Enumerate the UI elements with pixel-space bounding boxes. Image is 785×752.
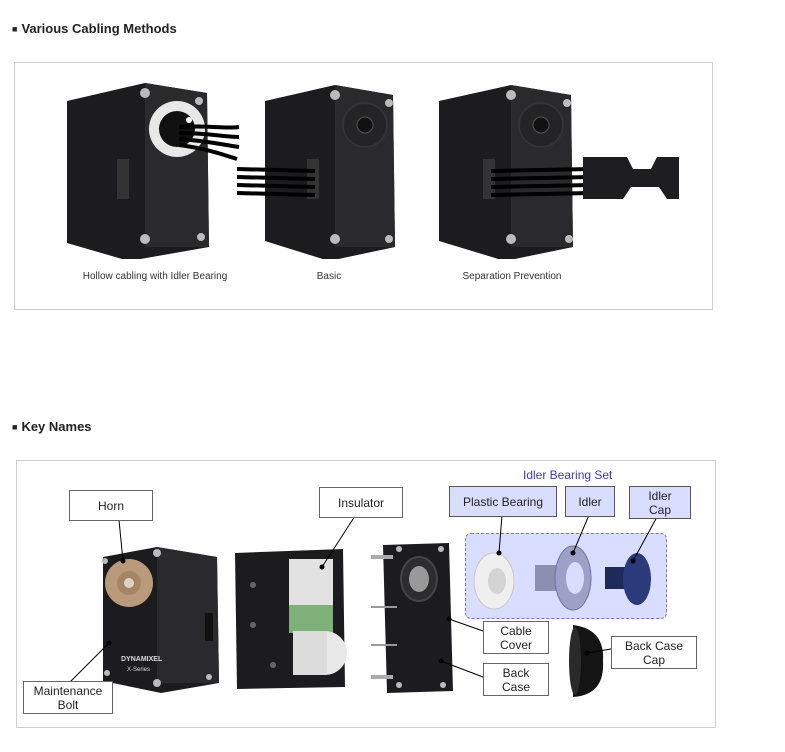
idler-cap-image (605, 553, 651, 605)
device-series-text: X-Series (127, 667, 150, 673)
servo-basic-image (236, 85, 395, 259)
bullet-square-icon: ■ (12, 422, 18, 432)
servo-hollow-cabling-image (67, 83, 240, 259)
label-insulator: Insulator (319, 487, 403, 518)
idler-bearing-set-title: Idler Bearing Set (523, 468, 613, 482)
servo-assembled-image: DYNAMIXEL X-Series (102, 547, 219, 693)
plastic-bearing-image (473, 552, 515, 610)
label-back-case-cap: Back Case Cap (611, 636, 697, 669)
label-back-case: Back Case (483, 663, 549, 696)
back-case-cap-image (569, 625, 604, 697)
label-cable-cover: Cable Cover (483, 621, 549, 654)
cabling-methods-figure: Hollow cabling with Idler Bearing Basic … (14, 62, 713, 310)
key-names-figure: Idler Bearing Set DYNAMIXEL X-Series (16, 460, 716, 728)
idler-image (535, 545, 592, 611)
label-plastic-bearing: Plastic Bearing (449, 486, 557, 517)
back-case-image (371, 543, 453, 693)
servo-open-insulator-image (235, 549, 347, 689)
label-maintenance-bolt: Maintenance Bolt (23, 681, 113, 714)
label-horn: Horn (69, 490, 153, 521)
section-title-cabling: ■Various Cabling Methods (12, 21, 177, 36)
caption-basic: Basic (316, 271, 342, 282)
section-title-key-names: ■Key Names (12, 419, 92, 434)
leader-lines (68, 514, 658, 684)
bullet-square-icon: ■ (12, 24, 18, 34)
label-idler: Idler (565, 486, 615, 517)
servo-separation-prevention-image (439, 85, 679, 259)
label-idler-cap: Idler Cap (629, 486, 691, 519)
caption-separation-prevention: Separation Prevention (462, 271, 562, 282)
caption-hollow-cabling: Hollow cabling with Idler Bearing (82, 271, 228, 282)
device-brand-text: DYNAMIXEL (121, 656, 163, 663)
